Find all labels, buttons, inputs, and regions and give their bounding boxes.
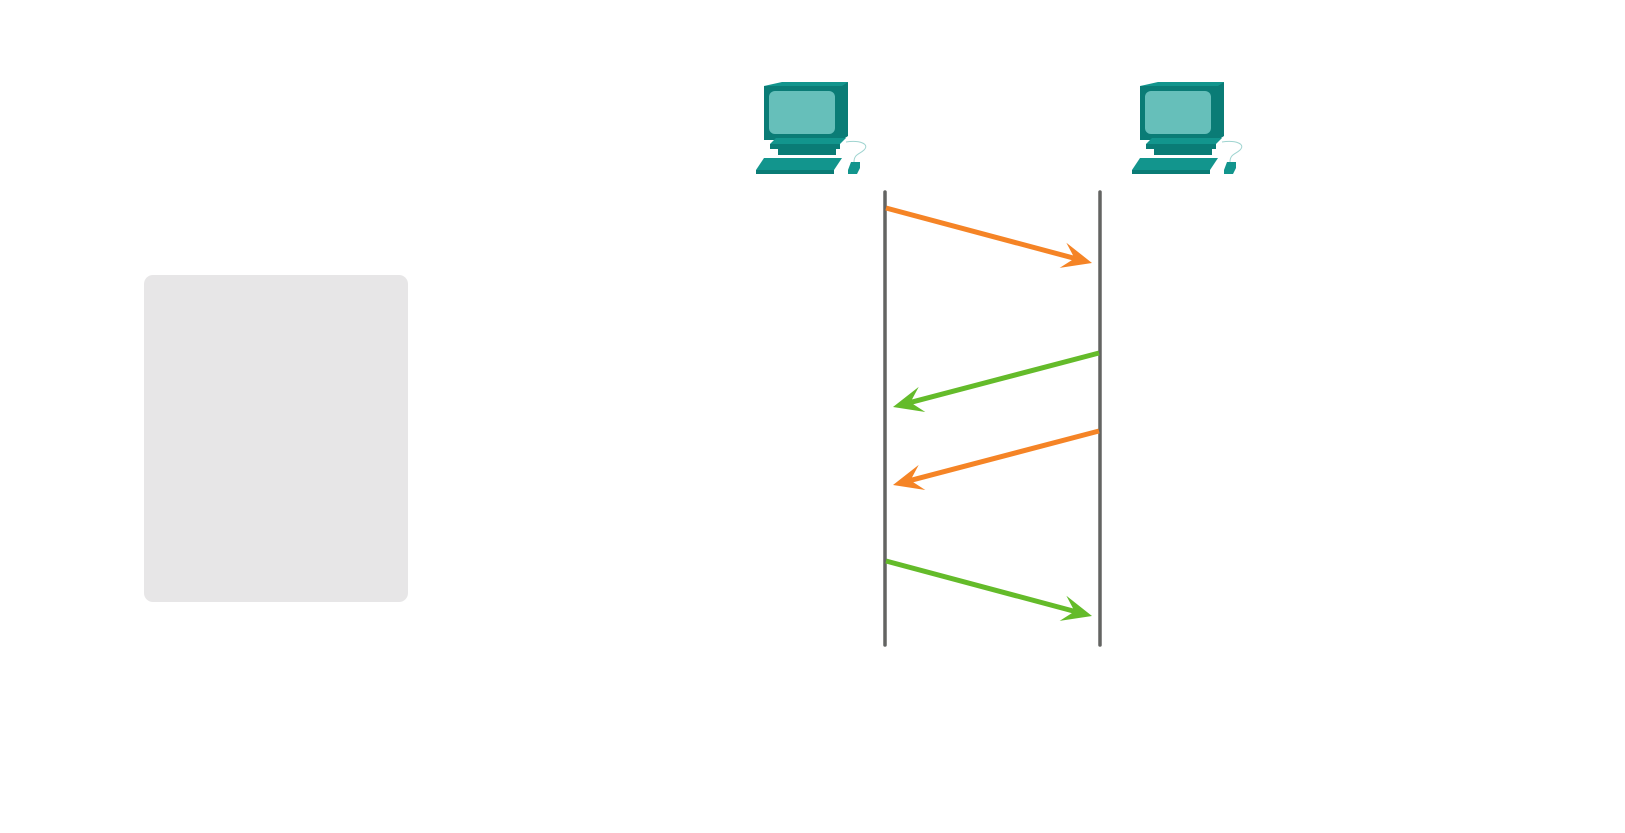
computer-part (1218, 82, 1224, 140)
message-arrow-shaft (909, 428, 1100, 483)
computer-part (1221, 141, 1243, 163)
message-arrow-shaft (885, 558, 1076, 614)
message-arrow-shaft (885, 205, 1076, 261)
computer-part (1132, 158, 1218, 170)
host-b-computer (1126, 80, 1246, 178)
computer-part (1140, 82, 1224, 86)
computer-part (845, 141, 867, 163)
computer-part (1132, 170, 1210, 174)
computer-part (756, 158, 842, 170)
desktop-computer-icon (756, 82, 867, 174)
message-arrow-head (893, 386, 926, 412)
computer-part (848, 162, 860, 174)
computer-part (770, 138, 846, 144)
message-arrow-shaft (909, 350, 1100, 405)
computer-part (842, 82, 848, 140)
message-arrow-2 (893, 350, 1100, 412)
computer-part (764, 82, 848, 86)
computer-part (769, 91, 835, 134)
computer-part (1145, 91, 1211, 134)
info-panel (144, 275, 408, 602)
computer-part (1146, 144, 1216, 149)
desktop-computer-icon (1132, 82, 1243, 174)
host-a-computer (750, 80, 870, 178)
message-arrow-head (1059, 242, 1092, 268)
computer-part (1154, 149, 1212, 155)
computer-part (1224, 162, 1236, 174)
computer-part (756, 170, 834, 174)
message-arrow-1 (885, 205, 1092, 268)
message-arrow-head (1059, 595, 1092, 621)
computer-part (778, 149, 836, 155)
message-arrow-3 (893, 428, 1100, 490)
computer-part (1146, 138, 1222, 144)
message-arrow-4 (885, 558, 1092, 621)
message-arrow-head (893, 464, 926, 490)
computer-part (770, 144, 840, 149)
